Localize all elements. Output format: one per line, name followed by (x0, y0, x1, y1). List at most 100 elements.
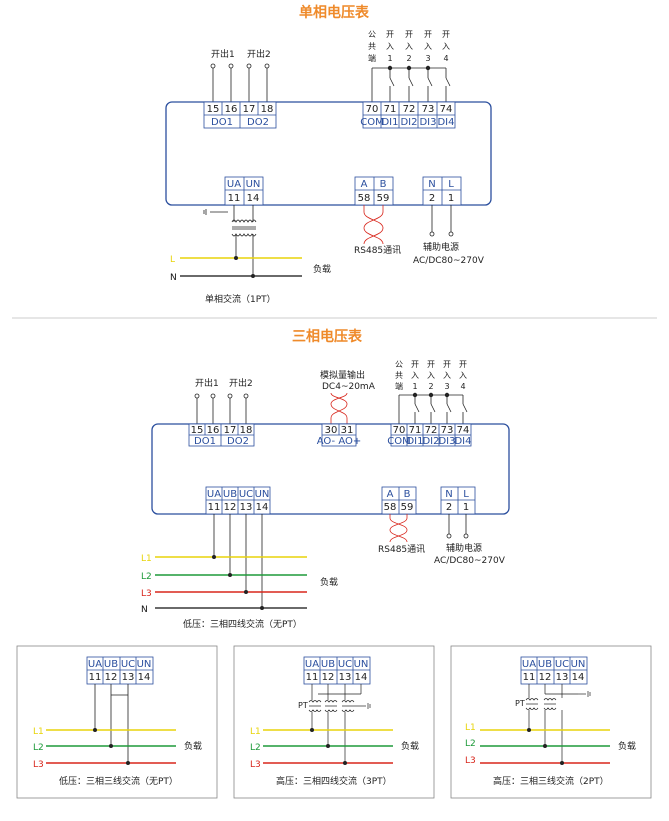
three-term-59: 59 (401, 502, 414, 513)
sub3-un-head: UN (571, 659, 586, 670)
single-di4-char-3: 4 (443, 54, 448, 63)
single-rs-b: B (380, 179, 387, 190)
sub2-label-L2: L2 (250, 743, 261, 753)
single-node-L (234, 256, 238, 260)
single-power-terminals: N L 2 1 (422, 176, 462, 206)
sub2-term-14: 14 (355, 672, 368, 683)
three-label-L2: L2 (141, 572, 152, 582)
single-label-L: L (170, 255, 175, 265)
sub3-label-L1: L1 (465, 723, 476, 733)
single-di-term-74: 74 (440, 104, 453, 115)
three-di2-char-1: 开 (427, 360, 435, 369)
single-di4-char-1: 开 (442, 30, 450, 39)
single-di2-char-2: 入 (405, 42, 413, 51)
three-di-labels: 开 入 1 开 入 2 开 入 3 开 入 4 (411, 360, 467, 391)
sub1-drop-wires (94, 684, 129, 763)
three-di1-char-1: 开 (411, 360, 419, 369)
sub1-terminals: UA UB UC UN 11 12 13 14 (86, 656, 154, 685)
three-di-term-71: 71 (409, 425, 422, 436)
three-ao-label: 模拟量输出 (320, 369, 365, 381)
sub1-uc-head: UC (121, 659, 135, 670)
three-term-58: 58 (384, 502, 397, 513)
three-rs485-terminals: A B 58 59 (381, 486, 417, 515)
sub3-term-11: 11 (523, 672, 536, 683)
three-term-11: 11 (208, 502, 221, 513)
sub2-load-label: 负载 (401, 740, 419, 752)
sub1-caption: 低压：三相三线交流（无PT） (59, 775, 178, 787)
single-term-59: 59 (377, 193, 390, 204)
sub3-term-12: 12 (539, 672, 552, 683)
single-rs-a: A (361, 179, 368, 190)
sub1-node-L3 (126, 761, 130, 765)
sub3-caption: 高压：三相三线交流（2PT） (493, 775, 609, 787)
three-com-char-1: 公 (395, 360, 403, 369)
three-di2-name: DI2 (422, 436, 439, 447)
three-power-wires (446, 514, 469, 539)
sub1-ub-head: UB (104, 659, 118, 670)
sub1-label-L1: L1 (33, 727, 44, 737)
three-di4-char-2: 入 (459, 371, 467, 380)
sub1-label-L2: L2 (33, 743, 44, 753)
sub3-ub-head: UB (538, 659, 552, 670)
three-caption: 低压：三相四线交流（无PT） (183, 618, 302, 630)
three-term-13: 13 (240, 502, 253, 513)
single-com-char-2: 共 (368, 42, 376, 51)
sub2-label-L3: L3 (250, 760, 261, 770)
three-do-term-18: 18 (240, 425, 253, 436)
single-di3-char-3: 3 (425, 54, 430, 63)
single-do-term-15: 15 (207, 104, 220, 115)
three-di4-name: DI4 (454, 436, 471, 447)
single-term-2: 2 (429, 193, 435, 204)
sub1-label-L3: L3 (33, 760, 44, 770)
three-power-label: 辅助电源 (446, 542, 482, 554)
single-com-char-1: 公 (368, 30, 376, 39)
sub1-node-L2 (109, 744, 113, 748)
three-load-label: 负载 (320, 576, 338, 588)
single-term-1: 1 (448, 193, 454, 204)
three-com-name: COM (387, 436, 410, 447)
three-label-N: N (141, 605, 148, 615)
sub3-ua-head: UA (522, 659, 536, 670)
three-di1-char-3: 1 (412, 382, 417, 391)
single-di1-name: DI1 (381, 117, 398, 128)
three-rs-a: A (387, 489, 394, 500)
single-un-head: UN (246, 179, 261, 190)
single-di3-char-1: 开 (424, 30, 432, 39)
sub2-un-head: UN (354, 659, 369, 670)
sub2-term-13: 13 (339, 672, 352, 683)
three-do-term-16: 16 (207, 425, 220, 436)
single-label-N: N (170, 273, 177, 283)
single-ua-head: UA (227, 179, 241, 190)
sub3-label-L2: L2 (465, 739, 476, 749)
single-term-11: 11 (228, 193, 241, 204)
sub2-node-L2 (326, 744, 330, 748)
sub3-node-L1 (527, 728, 531, 732)
sub1-node-L1 (93, 728, 97, 732)
sub3-term-14: 14 (572, 672, 585, 683)
single-di-term-70: 70 (366, 104, 379, 115)
single-do2-name: DO2 (247, 117, 269, 128)
three-di4-char-1: 开 (459, 360, 467, 369)
sub2-label-L1: L1 (250, 727, 261, 737)
three-com-label: 公 共 端 (395, 360, 403, 391)
single-rs485-label: RS485通讯 (354, 245, 401, 256)
three-di1-char-2: 入 (411, 371, 419, 380)
single-power-range: AC/DC80~270V (413, 256, 485, 266)
three-di-term-70: 70 (393, 425, 406, 436)
three-un-head: UN (255, 489, 270, 500)
sub3-term-13: 13 (556, 672, 569, 683)
three-voltage-terminals: UA UB UC UN 11 12 13 14 (205, 486, 271, 515)
single-di4-char-2: 入 (442, 42, 450, 51)
sub2-node-L1 (310, 728, 314, 732)
three-di1-name: DI1 (406, 436, 423, 447)
three-term-2: 2 (446, 502, 452, 513)
three-do2-label: 开出2 (229, 377, 253, 389)
single-do-term-17: 17 (243, 104, 256, 115)
sub3-terminals: UA UB UC UN 11 12 13 14 (520, 656, 588, 685)
single-di3-char-2: 入 (424, 42, 432, 51)
sub3-load-label: 负载 (618, 740, 636, 752)
single-di1-char-2: 入 (386, 42, 394, 51)
three-di-wires (398, 392, 468, 424)
sub2-ub-head: UB (321, 659, 335, 670)
three-com-char-3: 端 (395, 381, 403, 391)
